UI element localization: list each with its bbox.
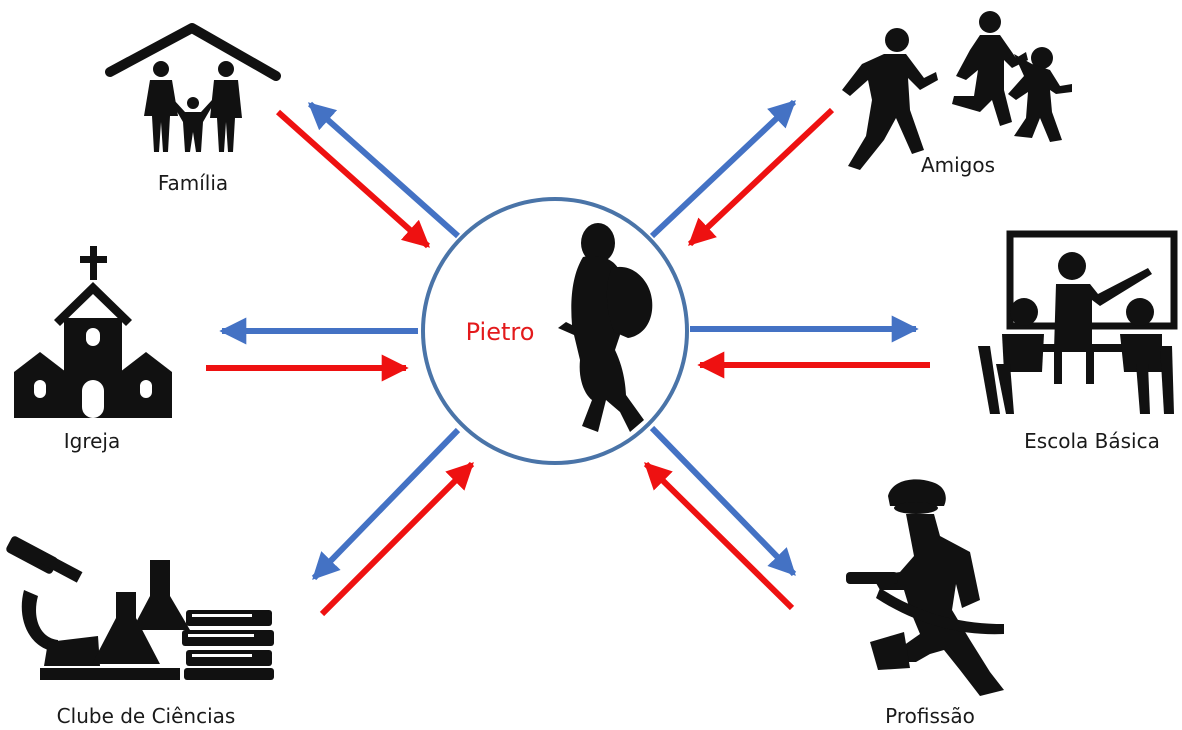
node-familia-label: Família: [158, 171, 228, 195]
running-kids-icon: [842, 11, 1072, 170]
arrow-from-profissao: [643, 461, 795, 611]
node-amigos: Amigos: [842, 11, 1072, 177]
node-igreja-label: Igreja: [64, 429, 121, 453]
node-clube: Clube de Ciências: [6, 536, 274, 728]
church-icon: [14, 246, 172, 418]
node-escola: Escola Básica: [978, 230, 1178, 453]
center-label: Pietro: [466, 318, 535, 346]
center-node: Pietro: [421, 197, 689, 465]
node-escola-label: Escola Básica: [1024, 429, 1160, 453]
node-clube-label: Clube de Ciências: [57, 704, 236, 728]
center-circle: [421, 197, 689, 465]
node-familia: Família: [105, 23, 281, 195]
arrow-from-clube: [319, 461, 475, 617]
node-profissao: Profissão: [846, 479, 1004, 728]
classroom-teacher-icon: [978, 230, 1178, 414]
arrow-to-amigos: [649, 99, 797, 239]
arrows: [206, 99, 930, 617]
node-profissao-label: Profissão: [885, 704, 975, 728]
arrow-from-amigos: [687, 107, 835, 247]
arrow-to-clube: [311, 427, 461, 581]
student-with-backpack-icon: [558, 223, 653, 432]
arrow-from-familia: [276, 109, 431, 249]
arrow-to-familia: [307, 101, 460, 239]
family-house-icon: [105, 23, 281, 152]
node-igreja: Igreja: [14, 246, 172, 453]
firefighter-icon: [846, 479, 1004, 696]
node-amigos-label: Amigos: [921, 153, 995, 177]
arrow-to-profissao: [649, 425, 797, 577]
science-lab-icon: [6, 536, 274, 680]
